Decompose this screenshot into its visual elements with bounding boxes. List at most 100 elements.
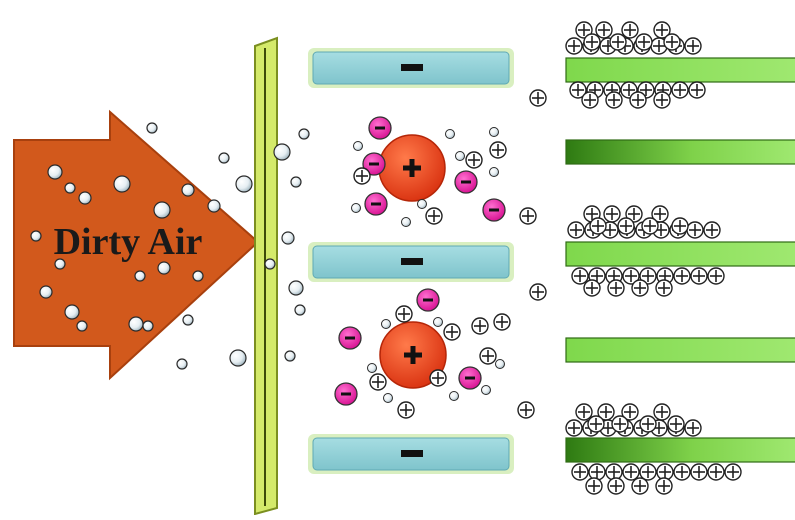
dust-particle-icon [445, 129, 455, 139]
negative-plate [308, 434, 514, 474]
negative-ion-icon [482, 198, 506, 222]
dust-particle-icon [146, 122, 158, 134]
minus-sign-icon [401, 64, 423, 71]
dust-particle-icon [54, 258, 66, 270]
charged-particle-icon [686, 221, 704, 239]
charged-particle-icon [684, 37, 702, 55]
charged-particle-icon [369, 373, 387, 391]
charged-particle-icon [583, 33, 601, 51]
dust-particle-icon [417, 199, 427, 209]
dirty-air-label: Dirty Air [54, 221, 203, 263]
negative-plates [308, 48, 514, 474]
charged-particle-icon [353, 167, 371, 185]
dust-particle-icon [64, 182, 76, 194]
charged-particle-icon [651, 205, 669, 223]
dust-particle-icon [64, 304, 80, 320]
charged-particle-icon [471, 317, 489, 335]
negative-ion-icon [362, 152, 386, 176]
charged-particle-icon [621, 403, 639, 421]
charged-particle-icon [653, 91, 671, 109]
dust-particle-icon [39, 285, 53, 299]
negative-ion-icon [416, 288, 440, 312]
negative-ion-icon [368, 116, 392, 140]
charged-particle-icon [609, 33, 627, 51]
charged-particle-icon [571, 267, 589, 285]
collector-plate [565, 337, 795, 363]
charged-particle-icon [653, 21, 671, 39]
dust-particle-icon [142, 320, 154, 332]
charged-particle-icon [641, 217, 659, 235]
charged-particle-icon [622, 267, 640, 285]
dust-particle-icon [273, 143, 291, 161]
dust-particle-icon [182, 314, 194, 326]
charged-particle-icon [595, 21, 613, 39]
dust-particle-icon [264, 258, 276, 270]
dust-particle-icon [294, 304, 306, 316]
dust-particle-icon [30, 230, 42, 242]
dust-particle-icon [157, 261, 171, 275]
charged-particle-icon [581, 91, 599, 109]
charged-particle-icon [589, 217, 607, 235]
dust-particle-icon [128, 316, 144, 332]
charged-particle-icon [631, 279, 649, 297]
dust-particle-icon [153, 201, 171, 219]
dust-particle-icon [235, 175, 253, 193]
dust-particle-icon [367, 363, 377, 373]
negative-plate [308, 242, 514, 282]
charged-particle-icon [684, 419, 702, 437]
dust-particle-icon [181, 183, 195, 197]
dust-particle-icon [495, 359, 505, 369]
charged-particle-icon [611, 415, 629, 433]
charged-particle-icon [529, 283, 547, 301]
charged-particle-icon [690, 463, 708, 481]
charged-particle-icon [707, 463, 725, 481]
dust-particle-icon [288, 280, 304, 296]
dust-particle-icon [207, 199, 221, 213]
charged-particle-icon [565, 419, 583, 437]
charged-particle-icon [479, 347, 497, 365]
pre-filter [254, 36, 278, 516]
charged-particle-icon [588, 463, 606, 481]
charged-particle-icon [517, 401, 535, 419]
dust-particle-icon [284, 350, 296, 362]
dust-particle-icon [455, 151, 465, 161]
charged-particle-icon [605, 91, 623, 109]
charged-particle-icon [656, 463, 674, 481]
dust-particles [30, 122, 310, 370]
dust-particle-icon [192, 270, 204, 282]
dust-particle-icon [353, 141, 363, 151]
charged-particle-icon [465, 151, 483, 169]
collector-plate [565, 241, 795, 267]
dust-particle-icon [383, 393, 393, 403]
collector-plate [565, 57, 795, 83]
charged-particle-icon [639, 267, 657, 285]
charged-particle-icon [519, 207, 537, 225]
charged-particle-icon [587, 415, 605, 433]
dust-particle-icon [176, 358, 188, 370]
dust-particle-icon [298, 128, 310, 140]
dust-particle-icon [76, 320, 88, 332]
charged-particle-icon [663, 33, 681, 51]
charged-particle-icon [671, 217, 689, 235]
charged-particle-icon [673, 463, 691, 481]
dust-particle-icon [281, 231, 295, 245]
charged-particle-icon [569, 81, 587, 99]
negative-ion-icon [454, 170, 478, 194]
charged-particle-icon [667, 415, 685, 433]
charged-particle-icon [690, 267, 708, 285]
charged-particle-icon [603, 205, 621, 223]
dust-particle-icon [78, 191, 92, 205]
negative-ion-icon [338, 326, 362, 350]
charged-particle-icon [631, 477, 649, 495]
charged-particle-icon [703, 221, 721, 239]
dust-particle-icon [381, 319, 391, 329]
charged-particle-icon [650, 37, 668, 55]
charged-particle-icon [629, 91, 647, 109]
dust-particle-icon [351, 203, 361, 213]
charged-particle-icon [607, 477, 625, 495]
collector-plate [565, 139, 795, 165]
charged-particle-icon [583, 279, 601, 297]
dust-particle-icon [489, 167, 499, 177]
